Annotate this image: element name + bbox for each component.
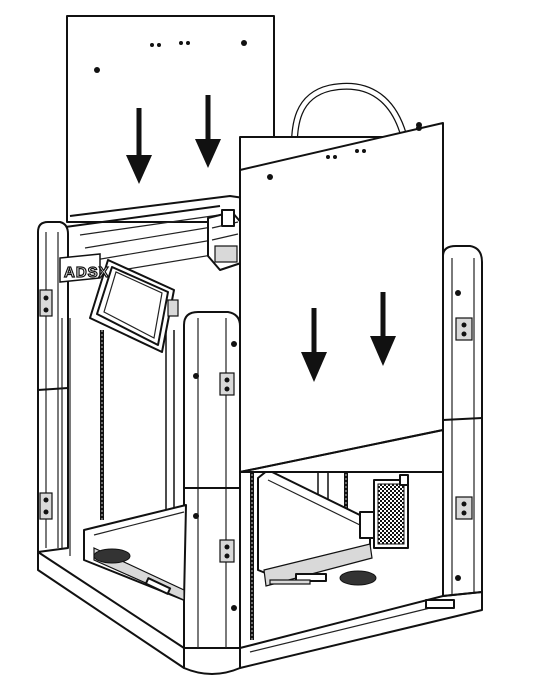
front-panel	[239, 122, 444, 473]
brand-plate: ADSX	[59, 253, 110, 283]
down-arrow-icon	[370, 292, 396, 366]
down-arrow-icon	[301, 308, 327, 382]
down-arrow-icon	[195, 95, 221, 168]
printer-frame	[37, 195, 483, 675]
brand-label: ADSX	[64, 264, 110, 281]
touchscreen	[89, 259, 179, 353]
down-arrow-icon	[126, 108, 152, 184]
toolhead	[207, 209, 245, 271]
